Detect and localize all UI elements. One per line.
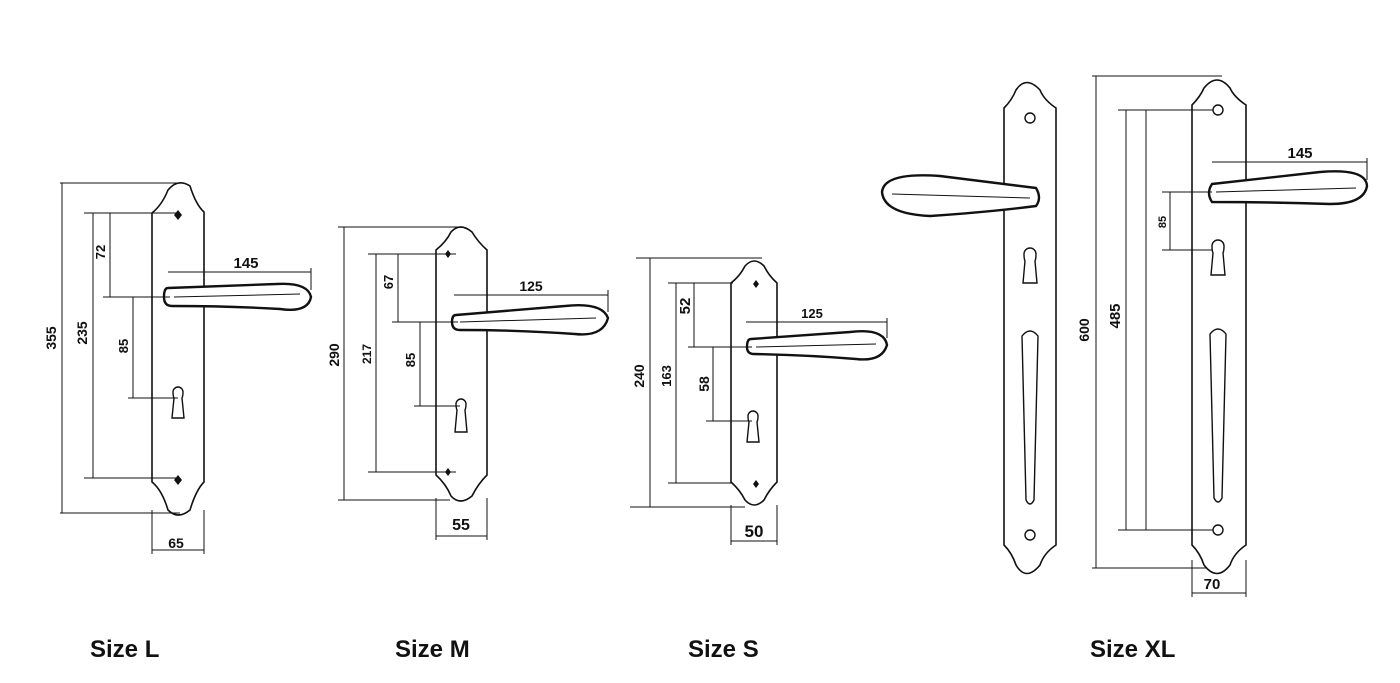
size-xl-left-screw-top <box>1024 112 1036 124</box>
size-l-drawing: 355 235 72 85 145 65 <box>43 182 313 554</box>
caption-size-xl: Size XL <box>1090 636 1176 663</box>
caption-size-s: Size S <box>688 636 759 663</box>
size-m-backplate <box>435 226 488 502</box>
size-s-dim-plate-width: 50 <box>745 522 764 541</box>
size-xl-dim-plate-width: 70 <box>1204 576 1221 593</box>
size-m-dim-plate-width: 55 <box>452 517 470 534</box>
size-l-dim-handle-to-key: 85 <box>116 339 131 353</box>
size-m-dim-top-to-handle: 67 <box>381 275 396 289</box>
caption-size-l: Size L <box>90 636 160 663</box>
size-m-keyhole <box>454 398 468 433</box>
size-l-keyhole <box>171 386 185 419</box>
size-l-dim-mount-span: 235 <box>74 321 90 345</box>
size-l-dim-top-to-handle: 72 <box>93 245 108 259</box>
size-m-dim-handle-to-key: 85 <box>403 353 418 367</box>
size-xl-left-screw-bottom <box>1024 529 1036 541</box>
size-s-dim-handle-to-key: 58 <box>696 376 712 392</box>
size-m-dim-handle-length: 125 <box>519 278 543 294</box>
size-xl-right-keyhole <box>1210 239 1226 276</box>
size-xl-dim-handle-to-key: 85 <box>1157 216 1169 228</box>
size-xl-left-slot <box>1021 330 1039 505</box>
size-m-dim-mount-span: 217 <box>360 344 374 364</box>
size-l-dim-handle-length: 145 <box>233 255 258 272</box>
size-l-dim-plate-width: 65 <box>168 535 184 551</box>
size-s-screw-mark-bottom <box>753 480 759 488</box>
size-xl-drawing: 600 485 85 145 70 <box>880 75 1369 597</box>
size-xl-dim-handle-length: 145 <box>1287 145 1312 162</box>
size-s-dim-handle-length: 125 <box>801 306 823 321</box>
size-s-dim-mount-span: 163 <box>659 365 674 387</box>
size-s-drawing: 240 163 52 58 125 50 <box>630 257 889 545</box>
size-xl-left-keyhole <box>1022 247 1038 284</box>
size-xl-right-slot <box>1209 328 1227 503</box>
size-xl-right-screw-top <box>1212 104 1224 116</box>
size-s-dim-total-height: 240 <box>631 364 647 388</box>
size-xl-right-lever-handle <box>1207 170 1369 206</box>
size-s-screw-mark-top <box>753 280 759 288</box>
size-s-keyhole <box>746 410 760 443</box>
size-xl-right-screw-bottom <box>1212 524 1224 536</box>
size-xl-dim-total-height: 600 <box>1076 318 1092 342</box>
size-l-dim-total-height: 355 <box>43 326 59 350</box>
size-l-backplate <box>151 182 205 516</box>
size-xl-dim-mount-span: 485 <box>1107 303 1124 328</box>
size-s-backplate <box>730 260 778 506</box>
size-xl-right-backplate <box>1191 79 1247 575</box>
size-m-drawing: 290 217 67 85 125 55 <box>326 226 610 540</box>
size-s-dim-top-to-handle: 52 <box>677 298 694 315</box>
caption-size-m: Size M <box>395 636 470 663</box>
size-m-dim-total-height: 290 <box>326 343 342 367</box>
